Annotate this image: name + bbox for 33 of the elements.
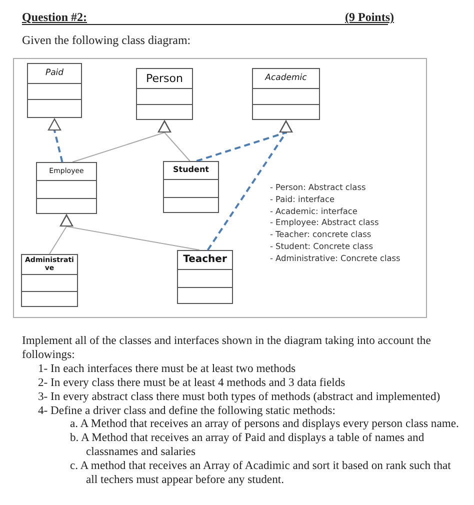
type-note: - Paid: interface bbox=[270, 194, 336, 206]
type-note: - Academic: interface bbox=[270, 206, 358, 218]
class-box bbox=[21, 254, 78, 307]
requirement-item: 3- In every abstract class there must both types of methods (abstract and implemented) bbox=[38, 390, 442, 404]
points-label: (9 Points) bbox=[345, 10, 394, 25]
inheritance-arrow bbox=[60, 214, 200, 250]
type-note: - Student: Concrete class bbox=[270, 241, 374, 253]
method-item: a. A Method that receives an array of persons and displays every person class name. bbox=[70, 417, 460, 431]
class-name: Teacher bbox=[183, 254, 227, 266]
class-box bbox=[163, 161, 219, 213]
class-name: Student bbox=[173, 166, 209, 175]
realization-arrow bbox=[206, 120, 293, 251]
class-name: Person bbox=[146, 72, 183, 84]
requirement-item: 4- Define a driver class and define the following static methods: bbox=[38, 404, 336, 418]
class-box bbox=[252, 68, 320, 120]
question-title: Question #2: bbox=[22, 10, 88, 25]
realization-arrow bbox=[48, 118, 64, 162]
class-box bbox=[177, 250, 233, 304]
type-note: - Administrative: Concrete class bbox=[270, 252, 402, 265]
method-item: c. A method that receives an Array of Acadimic and sort it based on rank such that all techers must appear before any student. bbox=[70, 459, 452, 487]
type-note: - Employee: Abstract class bbox=[270, 217, 380, 230]
requirement-item: 2- In every class there must be at least 4 methods and 3 data fields bbox=[38, 376, 346, 390]
class-box bbox=[136, 68, 193, 120]
class-name: Academic bbox=[265, 74, 307, 83]
inheritance-arrow bbox=[158, 120, 190, 162]
intro-text: Given the following class diagram: bbox=[22, 33, 191, 48]
type-note: - Teacher: concrete class bbox=[270, 229, 372, 241]
class-name: Paid bbox=[45, 69, 64, 78]
instruction-text: Implement all of the classes and interfaces shown in the diagram taking into account the followings: bbox=[22, 334, 432, 362]
type-note: - Person: Abstract class bbox=[270, 182, 367, 194]
class-box bbox=[36, 162, 97, 214]
class-box bbox=[27, 63, 82, 118]
requirement-item: 1- In each interfaces there must be at least two methods bbox=[38, 362, 297, 376]
